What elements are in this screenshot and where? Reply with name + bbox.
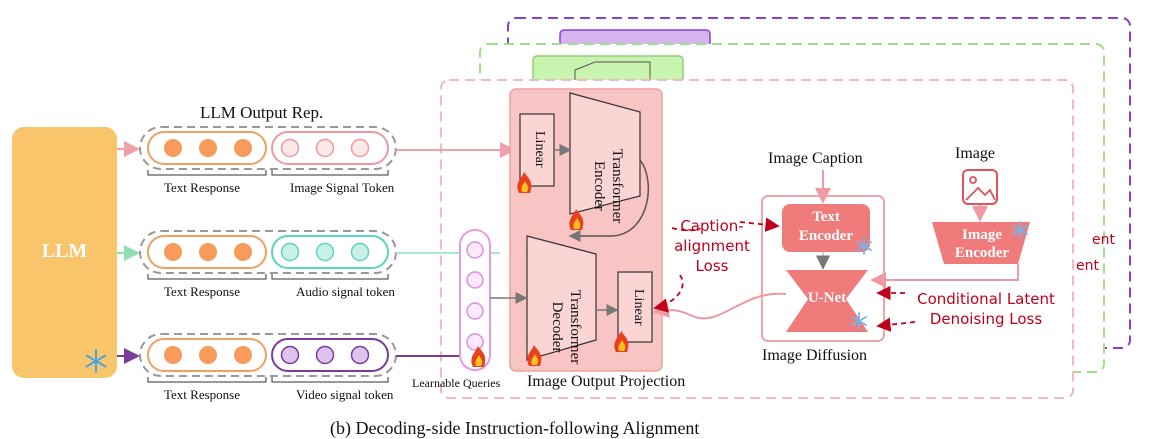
image-encoder-label: Image Encoder [954,227,1010,261]
llm-label: LLM [41,240,88,262]
llm-block [12,127,117,378]
learnable-queries-label: Learnable Queries [412,376,501,390]
row3-left-label: Text Response [164,387,240,402]
image-label: Image [955,145,995,162]
unet-label: U-Net [807,290,847,306]
green-panel-shape [574,61,651,82]
diffusion-title: Image Diffusion [762,347,868,364]
image-encoder-shape [932,222,1030,264]
conditional-loss: Conditional Latent Denoising Loss [917,290,1055,328]
text-encoder-label: Text Encoder [798,209,854,244]
projection-title: Image Output Projection [527,373,686,390]
row1-left-label: Text Response [164,180,240,195]
learnable-queries-bar [459,229,491,371]
figure-caption: (b) Decoding-side Instruction-following … [330,418,700,438]
flame-icon-4 [614,331,629,352]
row2-left-label: Text Response [164,284,240,299]
linear-top-label: Linear [532,131,547,168]
flame-icon-2 [569,209,584,230]
behind-panel-fragment-1: ent [1092,232,1115,248]
row3-right-label: Video signal token [296,387,394,402]
row1-right-label: Image Signal Token [290,180,395,195]
decoder-label: Transformer Decoder [549,289,583,365]
snowflake-icon-llm [85,349,107,373]
flame-icon-5 [471,346,486,367]
image-caption-label: Image Caption [768,150,863,167]
caption-alignment-loss: Caption- alignment Loss [674,217,750,275]
snowflake-icon-image-encoder [1012,221,1028,239]
flame-icon-1 [517,172,532,193]
flame-icon-3 [527,345,542,366]
behind-panel-fragment-2: ent [1076,258,1099,274]
snowflake-icon-text-encoder [856,237,872,255]
output-rep-title: LLM Output Rep. [200,103,324,122]
linear-bottom-label: Linear [631,289,646,326]
snowflake-icon-unet [851,312,867,330]
encoder-label: Transformer Encoder [591,148,625,224]
row2-right-label: Audio signal token [296,284,395,299]
